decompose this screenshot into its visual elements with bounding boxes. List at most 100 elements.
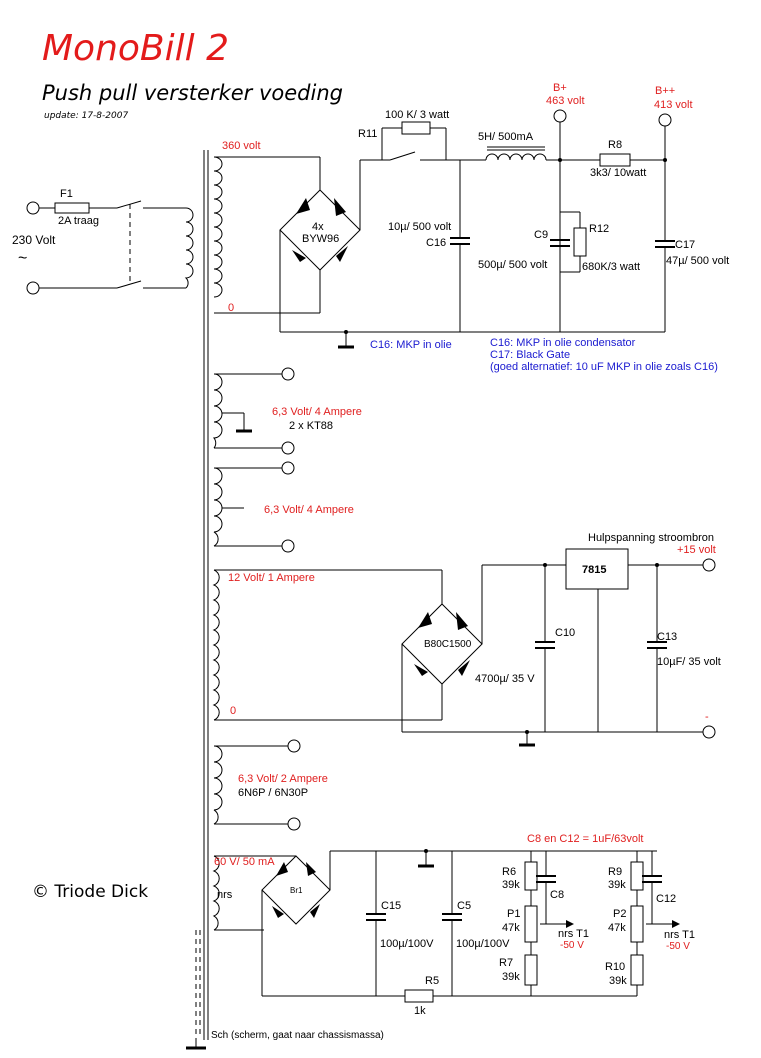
p2-value: 47k [608, 922, 626, 934]
note-line-1: C16: MKP in olie condensator [490, 337, 636, 349]
aux-supply: 12 Volt/ 1 Ampere 0 B80C1500 - C10 4700µ… [212, 532, 721, 747]
regulator-7815 [565, 548, 629, 590]
shield-label: Sch (scherm, gaat naar chassismassa) [211, 1030, 384, 1041]
aux-zero: 0 [230, 705, 236, 717]
c5-value: 100µ/100V [456, 938, 510, 950]
diode-type: BYW96 [302, 233, 339, 245]
c17-value: 47µ/ 500 volt [666, 255, 729, 267]
page-title: MonoBill 2 [42, 28, 229, 69]
hv-voltage: 360 volt [222, 140, 261, 152]
c16-label: C16 [426, 237, 446, 249]
c9-label: C9 [534, 229, 548, 241]
mains-voltage: 230 Volt [12, 233, 56, 247]
heater1-terminal-bottom [281, 441, 295, 455]
note-line-2: C17: Black Gate [490, 349, 570, 361]
bplus-label: B+ [553, 82, 567, 94]
p2-potentiometer [630, 905, 644, 943]
heater1-terminal-top [281, 367, 295, 381]
ac-symbol: ~ [18, 250, 27, 267]
c8-label: C8 [550, 889, 564, 901]
heater-winding-3: 6,3 Volt/ 2 Ampere 6N6P / 6N30P [212, 739, 328, 831]
aux-minus: - [705, 711, 709, 723]
fuse-label: F1 [60, 188, 73, 200]
r7-value: 39k [502, 971, 520, 983]
primary-winding [184, 207, 194, 289]
bias-nrs: nrs [217, 889, 233, 901]
mains-switch-bottom [116, 280, 142, 289]
heater1-tubes: 2 x KT88 [289, 420, 333, 432]
heater3-label: 6,3 Volt/ 2 Ampere [238, 773, 328, 785]
r8-resistor [599, 153, 631, 167]
heater2-label: 6,3 Volt/ 4 Ampere [264, 504, 354, 516]
note-line-3: (goed alternatief: 10 uF MKP in olie zoa… [490, 361, 718, 373]
mains-terminal-top [26, 201, 40, 215]
aux-winding-label: 12 Volt/ 1 Ampere [228, 572, 315, 584]
r11-label: R11 [358, 128, 377, 140]
heater2-terminal-bottom [281, 539, 295, 553]
bplus-terminal [553, 109, 567, 123]
p1-label: P1 [507, 908, 520, 920]
r9-resistor [630, 861, 644, 891]
r5-value: 1k [414, 1005, 426, 1017]
heater3-terminal-bottom [287, 817, 301, 831]
c9-value: 500µ/ 500 volt [478, 259, 547, 271]
heater3-terminal-top [287, 739, 301, 753]
mains-terminal-bottom [26, 281, 40, 295]
c13-label: C13 [657, 631, 677, 643]
fuse-symbol [54, 202, 90, 214]
br1-label: Br1 [290, 886, 303, 895]
r11-value: 100 K/ 3 watt [385, 109, 449, 121]
r7-label: R7 [499, 957, 513, 969]
p2-label: P2 [613, 908, 626, 920]
page-subtitle: Push pull versterker voeding [42, 81, 343, 105]
c13-value: 10µF/ 35 volt [657, 656, 721, 668]
hv-winding [213, 156, 223, 298]
br1-bridge [261, 855, 331, 925]
r11-resistor [401, 121, 431, 135]
r5-label: R5 [425, 975, 439, 987]
p2-output-voltage: -50 V [666, 941, 690, 952]
r8-value: 3k3/ 10watt [590, 167, 646, 179]
r7-resistor [524, 954, 538, 986]
regulator-label: 7815 [582, 564, 606, 576]
bias-supply: 60 V/ 50 mA nrs Br1 R5 1k C15 100µ/100V [212, 833, 695, 1017]
fuse-rating: 2A traag [58, 215, 99, 227]
aux-bridge [401, 603, 483, 685]
c15-label: C15 [381, 900, 401, 912]
update-date: update: 17-8-2007 [44, 111, 128, 121]
r9-value: 39k [608, 879, 626, 891]
mains-switch-top [116, 200, 142, 209]
r10-value: 39k [609, 975, 627, 987]
p2-output-label: nrs T1 [664, 929, 695, 941]
p1-output-voltage: -50 V [560, 940, 584, 951]
hv-section: 360 volt 0 4x BYW96 C16: MKP in olie 1 [213, 82, 729, 373]
c5-label: C5 [457, 900, 471, 912]
heater-winding-1: 6,3 Volt/ 4 Ampere 2 x KT88 [212, 367, 362, 455]
copyright: © Triode Dick [32, 882, 148, 902]
bplusplus-label: B++ [655, 85, 675, 97]
p1-potentiometer [524, 905, 538, 943]
r10-label: R10 [605, 961, 625, 973]
c12-label: C12 [656, 893, 676, 905]
diode-count: 4x [312, 221, 324, 233]
p1-output-label: nrs T1 [558, 928, 589, 940]
aux-title: Hulpspanning stroombron [588, 532, 714, 544]
r10-resistor [630, 954, 644, 986]
ground-note: C16: MKP in olie [370, 339, 452, 351]
c17-label: C17 [675, 239, 695, 251]
c16-value: 10µ/ 500 volt [388, 221, 451, 233]
heater-winding-2: 6,3 Volt/ 4 Ampere [212, 461, 354, 553]
r8-label: R8 [608, 139, 622, 151]
c15-value: 100µ/100V [380, 938, 434, 950]
choke-value: 5H/ 500mA [478, 131, 534, 143]
c10-label: C10 [555, 627, 575, 639]
r6-label: R6 [502, 866, 516, 878]
aux-plus-terminal [702, 558, 716, 572]
r5-resistor [404, 989, 434, 1003]
heater2-terminal-top [281, 461, 295, 475]
r12-resistor [573, 227, 587, 257]
r12-label: R12 [589, 223, 609, 235]
bplusplus-voltage: 413 volt [654, 99, 693, 111]
mains-input: F1 2A traag 230 Volt ~ [12, 188, 194, 295]
